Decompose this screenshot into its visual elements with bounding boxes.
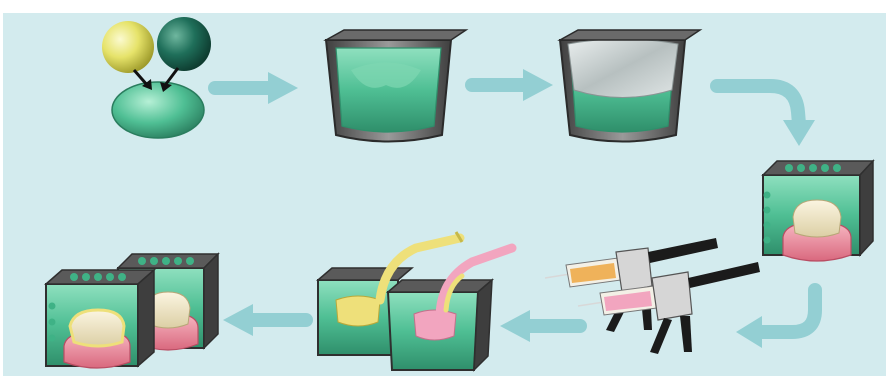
step-mix: [102, 17, 211, 139]
putty-icon: [335, 47, 442, 133]
tooth-model-icon: [63, 308, 131, 369]
flow-arrow-4-curved: [736, 283, 822, 348]
flow-arrow-1: [208, 72, 298, 104]
flow-arrow-2: [465, 69, 553, 101]
foil-icon: [567, 38, 679, 98]
flow-arrow-3-curved: [710, 79, 815, 146]
step-result: [44, 252, 220, 369]
teal-ball-icon: [157, 17, 211, 71]
step-dispense: [544, 238, 760, 354]
mixed-putty-icon: [111, 81, 205, 139]
nozzle-icon: [435, 243, 517, 323]
cartridge-gun-icon: [577, 262, 760, 354]
step-fill-impression: [315, 231, 517, 372]
step-tray-filled: [323, 29, 469, 143]
yellow-ball-icon: [102, 21, 154, 73]
flow-arrow-6: [223, 304, 313, 336]
nozzle-icon: [375, 231, 465, 305]
cartridge-gun-icon: [544, 238, 718, 332]
step-impression: [761, 159, 875, 262]
flow-arrow-5: [500, 310, 587, 342]
tray-icon: [44, 268, 156, 369]
step-tray-covered: [557, 29, 703, 143]
tray-icon: [385, 278, 495, 372]
tooth-model-icon: [782, 199, 852, 262]
